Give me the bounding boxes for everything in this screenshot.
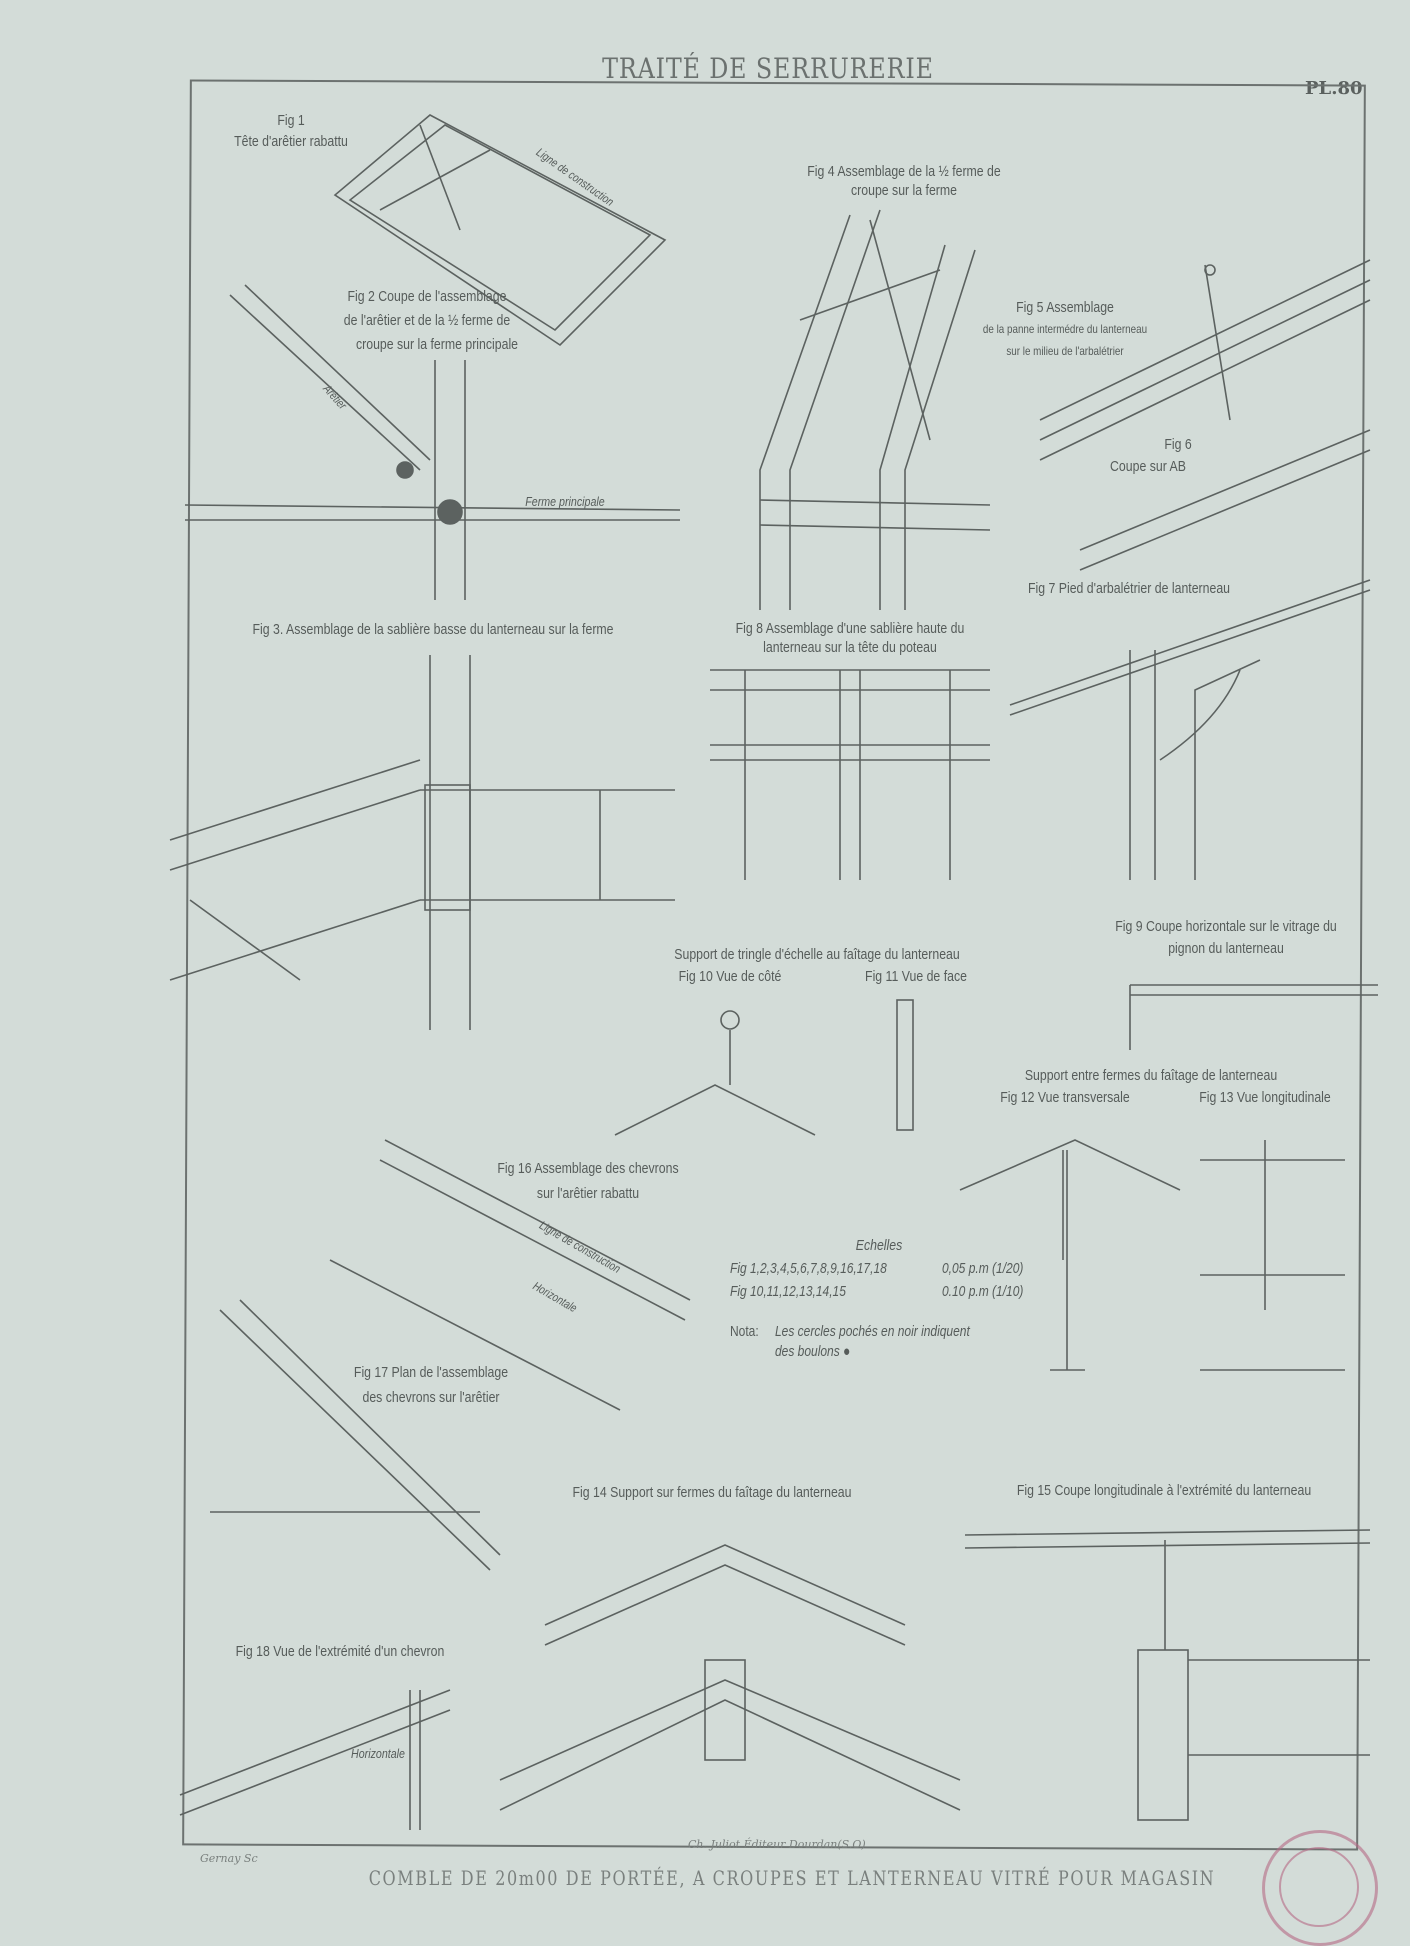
scales-heading: Echelles: [855, 1237, 903, 1254]
fig16-line2: sur l'arêtier rabattu: [536, 1185, 640, 1202]
scale-row-2-value: 0.10 p.m (1/10): [942, 1283, 1024, 1300]
fig2-line3: croupe sur la ferme principale: [355, 336, 519, 353]
fig14-caption: Fig 14 Support sur fermes du faîtage du …: [572, 1484, 852, 1501]
fig5-fig6-drawing: [1039, 259, 1371, 571]
fig9-line2: pignon du lanterneau: [1168, 940, 1284, 957]
scale-row-1-value: 0,05 p.m (1/20): [942, 1260, 1024, 1277]
fig10-11-heading: Support de tringle d'échelle au faîtage …: [674, 946, 960, 963]
publisher-credit: Ch. Juliot Éditeur Dourdan(S.O): [688, 1838, 866, 1851]
nota-text-2: des boulons ●: [775, 1343, 851, 1360]
fig14-drawing: [499, 1544, 961, 1811]
library-stamp-inner: [1279, 1847, 1359, 1927]
fig11-caption: Fig 11 Vue de face: [865, 968, 967, 985]
fig10-11-drawing: [614, 999, 914, 1136]
fig9-line1: Fig 9 Coupe horizontale sur le vitrage d…: [1115, 918, 1337, 935]
fig1-drawing: [333, 114, 667, 347]
fig1-caption: Tête d'arêtier rabattu: [234, 133, 348, 150]
fig16-line1: Fig 16 Assemblage des chevrons: [497, 1160, 679, 1177]
fig15-caption: Fig 15 Coupe longitudinale à l'extrémité…: [1016, 1482, 1312, 1499]
nota-label: Nota:: [730, 1323, 759, 1340]
fig17-line1: Fig 17 Plan de l'assemblage: [353, 1364, 509, 1381]
fig9-drawing: [1129, 984, 1378, 1050]
fig18-note: Horizontale: [351, 1746, 405, 1761]
engraver-credit: Gernay Sc: [200, 1852, 258, 1865]
fig1-number: Fig 1: [277, 112, 305, 129]
fig2-ferme-label: Ferme principale: [525, 494, 605, 509]
fig12-13-drawing: [959, 1139, 1345, 1371]
fig6-number: Fig 6: [1164, 436, 1192, 453]
fig6-caption: Coupe sur AB: [1110, 458, 1186, 475]
fig12-13-heading: Support entre fermes du faîtage de lante…: [1024, 1067, 1278, 1084]
fig4-drawing: [759, 209, 991, 610]
fig2-line2: de l'arêtier et de la ½ ferme de: [343, 312, 511, 329]
fig12-caption: Fig 12 Vue transversale: [1000, 1089, 1130, 1106]
nota-text: Les cercles pochés en noir indiquent: [775, 1323, 970, 1340]
fig15-drawing: [964, 1529, 1371, 1821]
fig10-caption: Fig 10 Vue de côté: [678, 968, 782, 985]
fig2-line1: Fig 2 Coupe de l'assemblage: [347, 288, 507, 305]
plate-title: TRAITÉ DE SERRURERIE: [602, 52, 934, 85]
library-stamp: [1262, 1830, 1378, 1946]
fig4-line1: Fig 4 Assemblage de la ½ ferme de: [807, 163, 1001, 180]
fig8-line2: lanterneau sur la tête du poteau: [763, 639, 937, 656]
fig18-drawing: [179, 1689, 451, 1830]
fig7-caption: Fig 7 Pied d'arbalétrier de lanterneau: [1027, 580, 1231, 597]
fig4-line2: croupe sur la ferme: [851, 182, 957, 199]
fig3-caption: Fig 3. Assemblage de la sablière basse d…: [252, 621, 614, 638]
fig3-drawing: [169, 655, 675, 1030]
fig7-drawing: [1009, 579, 1371, 880]
fig2-drawing: [184, 284, 681, 600]
plate-number: PL.80: [1305, 78, 1363, 99]
fig8-line1: Fig 8 Assemblage d'une sablière haute du: [735, 620, 965, 637]
fig5-line2: de la panne intermédre du lanterneau: [982, 322, 1148, 336]
fig8-drawing: [710, 669, 990, 880]
plate-footer-title: COMBLE DE 20m00 DE PORTÉE, A CROUPES ET …: [368, 1866, 1216, 1890]
fig13-caption: Fig 13 Vue longitudinale: [1199, 1089, 1331, 1106]
fig17-line2: des chevrons sur l'arêtier: [362, 1389, 500, 1406]
fig5-line3: sur le milieu de l'arbalétrier: [1006, 344, 1124, 358]
fig16-17-drawing: [210, 1139, 691, 1571]
fig18-caption: Fig 18 Vue de l'extrémité d'un chevron: [235, 1643, 445, 1660]
scale-row-2-figs: Fig 10,11,12,13,14,15: [730, 1283, 846, 1300]
scale-row-1-figs: Fig 1,2,3,4,5,6,7,8,9,16,17,18: [730, 1260, 887, 1277]
fig5-line1: Fig 5 Assemblage: [1016, 299, 1114, 316]
